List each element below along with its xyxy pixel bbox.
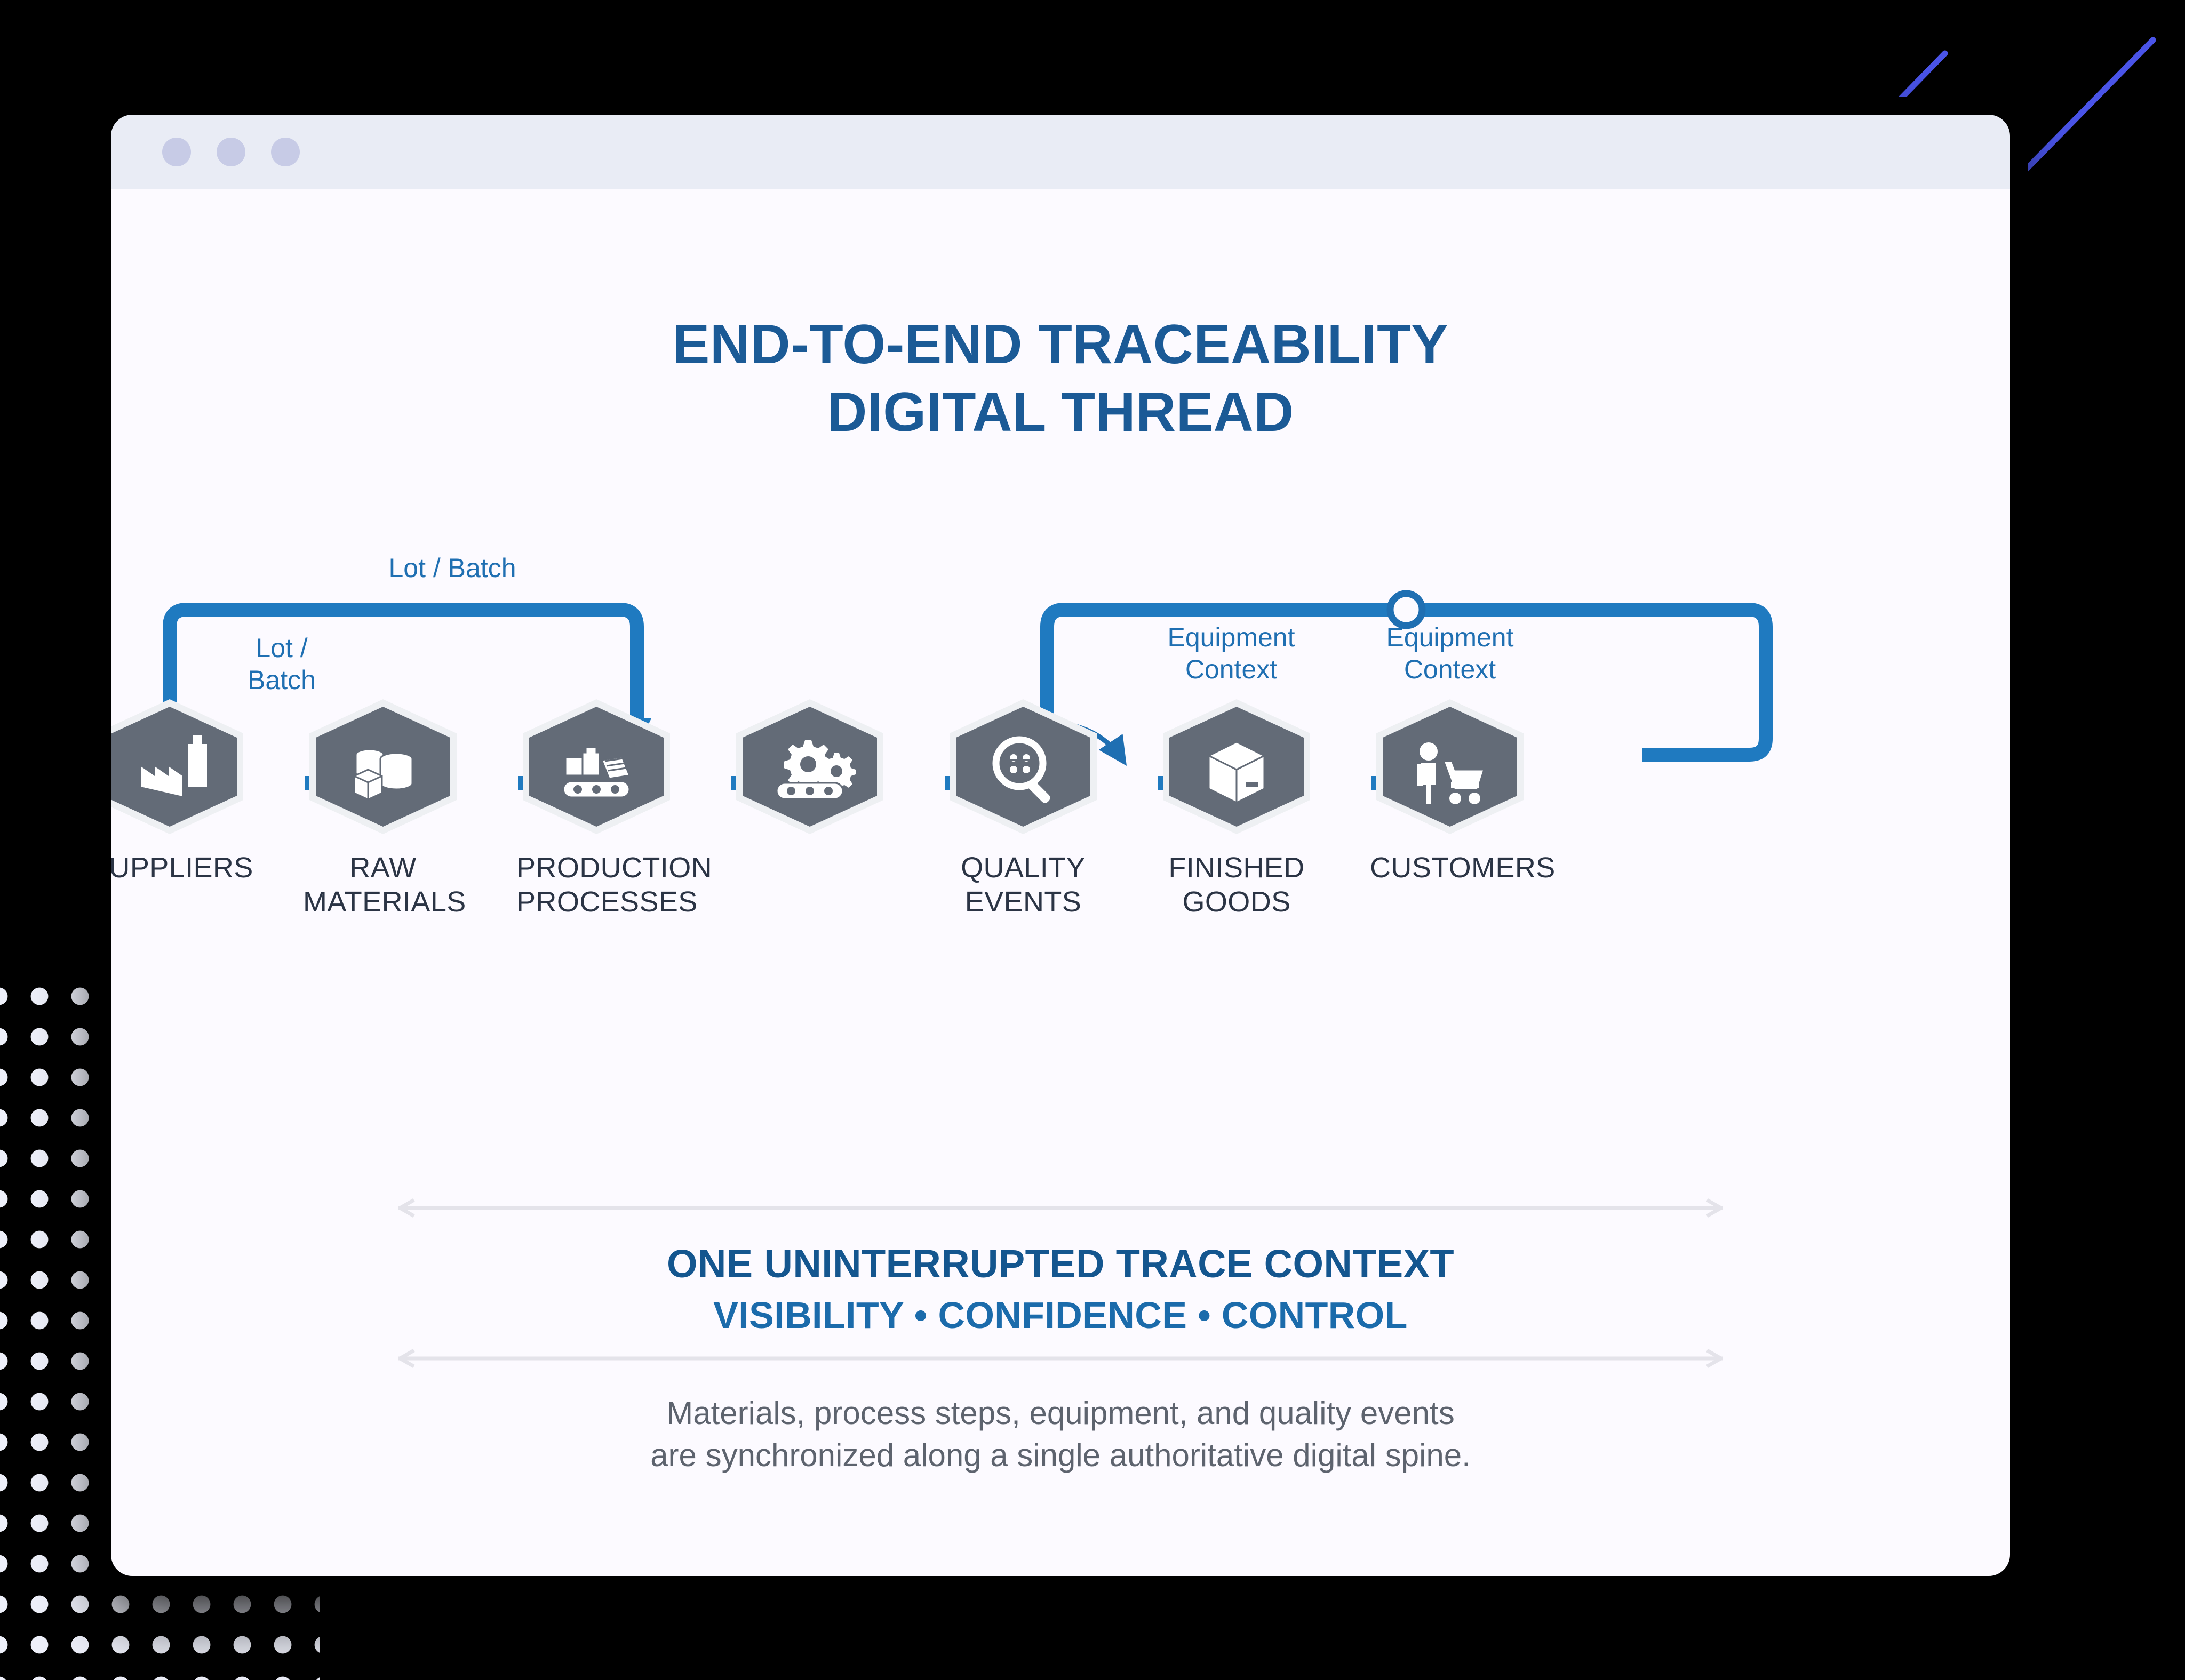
browser-viewport: END-TO-END TRACEABILITY DIGITAL THREAD [111, 189, 2010, 1576]
flow-node-equipment[interactable] [730, 696, 890, 851]
page-title-line2: DIGITAL THREAD [827, 381, 1294, 443]
node-label-customers: CUSTOMERS [1370, 852, 1556, 884]
node-label-raw-materials: RAW MATERIALS [303, 852, 466, 918]
node-label-quality-events: QUALITY EVENTS [961, 852, 1086, 918]
hexagon-quality-events [943, 696, 1103, 837]
node-label-suppliers: SUPPLIERS [111, 852, 253, 884]
flow-node-suppliers[interactable]: SUPPLIERS [111, 696, 253, 885]
page-title: END-TO-END TRACEABILITY DIGITAL THREAD [111, 311, 2010, 446]
traffic-light-close-icon[interactable] [162, 138, 191, 166]
browser-titlebar [111, 115, 2010, 189]
footer-caption: Materials, process steps, equipment, and… [111, 1392, 2010, 1476]
equipment-context-loop [1040, 590, 1773, 762]
flow-node-production-processes[interactable]: PRODUCTION PROCESSES [516, 696, 712, 919]
barrels-boxes-icon [353, 748, 413, 801]
node-label-production-processes: PRODUCTION PROCESSES [516, 852, 712, 918]
footer-caption-line2: are synchronized along a single authorit… [650, 1437, 1471, 1474]
hexagon-customers [1370, 696, 1530, 837]
edge-label-lot-batch-long: Lot / Batch [388, 553, 516, 583]
conveyor-packages-icon [562, 746, 631, 798]
loop-node-marker [1386, 590, 1426, 629]
hexagon-finished-goods [1157, 696, 1317, 837]
shopper-cart-icon [1417, 742, 1486, 804]
magnifier-inspect-icon [992, 736, 1050, 803]
node-label-finished-goods: FINISHED GOODS [1168, 852, 1305, 918]
footer-section: ONE UNINTERRUPTED TRACE CONTEXT VISIBILI… [111, 1197, 2010, 1476]
hexagon-raw-materials [303, 696, 463, 837]
footer-caption-line1: Materials, process steps, equipment, and… [666, 1395, 1455, 1431]
traffic-light-minimize-icon[interactable] [217, 138, 245, 166]
flow-node-finished-goods[interactable]: FINISHED GOODS [1157, 696, 1317, 919]
edge-label-equipment-context-left: Equipment Context [1167, 622, 1295, 684]
browser-window: END-TO-END TRACEABILITY DIGITAL THREAD [111, 115, 2010, 1576]
trace-context-headline: ONE UNINTERRUPTED TRACE CONTEXT [667, 1242, 1454, 1286]
trace-span-rule-bottom [398, 1348, 1723, 1369]
gears-conveyor-icon [776, 740, 856, 800]
factory-icon [141, 735, 207, 796]
edge-label-lot-batch-short: Lot / Batch [248, 633, 316, 695]
edge-label-equipment-context-right: Equipment Context [1386, 622, 1514, 684]
flow-node-raw-materials[interactable]: RAW MATERIALS [303, 696, 466, 919]
traffic-light-maximize-icon[interactable] [271, 138, 300, 166]
hexagon-equipment [730, 696, 890, 837]
flow-node-customers[interactable]: CUSTOMERS [1370, 696, 1556, 885]
traceability-flow-diagram: SUPPLIERS [111, 553, 2010, 1043]
package-box-icon [1207, 741, 1266, 804]
flow-node-quality-events[interactable]: QUALITY EVENTS [943, 696, 1103, 919]
trace-span-rule-top [398, 1198, 1723, 1218]
page-title-line1: END-TO-END TRACEABILITY [673, 314, 1448, 375]
hexagon-production-processes [516, 696, 676, 837]
trace-context-subheadline: VISIBILITY • CONFIDENCE • CONTROL [713, 1294, 1408, 1336]
hexagon-suppliers [111, 696, 250, 837]
